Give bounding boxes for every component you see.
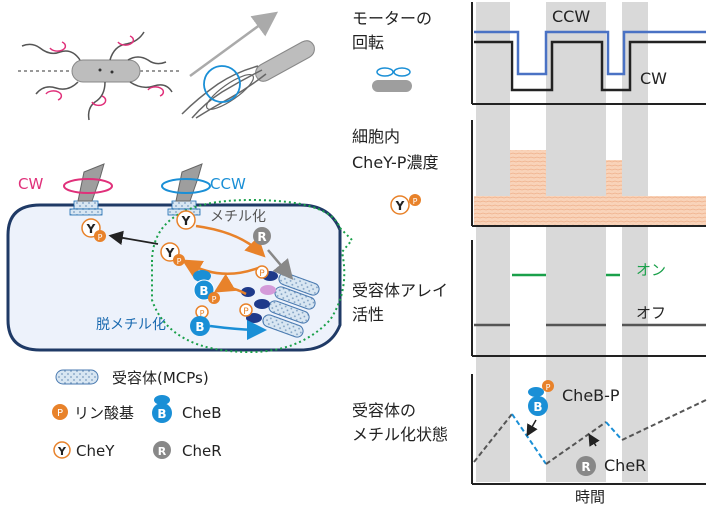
chey-p-at-motor: Y P xyxy=(81,218,106,242)
svg-text:B: B xyxy=(195,320,204,334)
legend-cheb: CheB xyxy=(182,404,222,422)
cheb-arrow xyxy=(213,273,247,296)
ccw-trace xyxy=(474,30,706,76)
svg-text:Y: Y xyxy=(86,222,96,236)
array-title-1: 受容体アレイ xyxy=(352,281,448,300)
svg-text:R: R xyxy=(257,230,266,244)
svg-text:R: R xyxy=(581,460,590,474)
svg-text:B: B xyxy=(199,284,208,298)
tumbling-bacterium xyxy=(18,31,180,121)
meth-trace-gray-1 xyxy=(473,413,513,463)
methylation-label: メチル化 xyxy=(210,209,266,225)
cw-trace xyxy=(474,40,706,92)
chey-p-in-bubble: Y P xyxy=(160,242,185,266)
motor-small-icon xyxy=(372,67,412,92)
legend-chey: CheY xyxy=(76,442,115,460)
svg-text:B: B xyxy=(533,400,542,414)
chey-in-bubble: Y xyxy=(176,210,196,230)
ccw-label: CCW xyxy=(210,175,246,193)
chey-arrow xyxy=(181,259,259,279)
legend-receptor: 受容体(MCPs) xyxy=(112,369,209,387)
svg-text:Y: Y xyxy=(57,445,67,458)
chebp-arrow xyxy=(526,419,538,437)
chebp-label: CheB-P xyxy=(562,386,620,405)
meth-arrow xyxy=(195,224,266,258)
conc-title-1: 細胞内 xyxy=(352,127,400,146)
svg-text:P: P xyxy=(546,383,551,392)
receptor-phosphates: P P xyxy=(239,265,269,317)
meth-title-1: 受容体の xyxy=(352,401,416,420)
svg-text:Y: Y xyxy=(181,214,191,228)
motor-title-1: モーターの xyxy=(352,9,432,28)
cheyp-to-motor-arrow xyxy=(108,230,159,245)
zoom-bubble xyxy=(151,198,354,354)
motor-title-2: 回転 xyxy=(352,33,384,52)
running-bacterium xyxy=(181,11,315,119)
off-label: オフ xyxy=(636,304,666,322)
chebp-panel-icon: P B xyxy=(528,380,554,416)
cher-label: CheR xyxy=(604,456,646,475)
time-axis-label: 時間 xyxy=(575,488,605,506)
legend-cher: CheR xyxy=(182,442,222,460)
cheb-in-bubble: P B xyxy=(190,305,210,336)
conc-area xyxy=(474,150,706,226)
cw-trace-label: CW xyxy=(640,69,667,88)
svg-text:P: P xyxy=(212,295,217,304)
svg-text:R: R xyxy=(158,445,167,458)
svg-text:P: P xyxy=(259,269,265,279)
meth-trace-blue-2 xyxy=(605,421,623,441)
demethylation-label: 脱メチル化 xyxy=(96,317,166,333)
meth-trace-gray-2 xyxy=(545,421,607,465)
legend: 受容体(MCPs) P リン酸基 B CheB Y CheY R CheR xyxy=(52,369,222,460)
array-title-2: 活性 xyxy=(352,305,384,324)
meth-title-2: メチル化状態 xyxy=(352,425,448,444)
on-label: オン xyxy=(636,261,666,279)
svg-text:Y: Y xyxy=(165,246,175,260)
ccw-trace-label: CCW xyxy=(552,7,590,26)
svg-text:P: P xyxy=(413,197,418,206)
cheb-p-in-bubble: B P xyxy=(193,270,220,304)
cher-panel-arrow xyxy=(588,433,600,447)
demeth-arrow xyxy=(209,319,267,340)
chey-p-icon: Y P xyxy=(390,194,421,215)
cher-panel-icon: R xyxy=(576,456,596,476)
svg-text:Y: Y xyxy=(395,199,405,213)
svg-text:B: B xyxy=(157,407,166,421)
svg-text:P: P xyxy=(57,408,63,419)
conc-title-2: CheY-P濃度 xyxy=(352,153,438,172)
svg-text:P: P xyxy=(177,257,182,266)
cher-in-bubble: R xyxy=(253,227,271,245)
legend-phosphate: リン酸基 xyxy=(74,404,134,422)
svg-text:P: P xyxy=(243,307,249,317)
motor-cw xyxy=(63,163,113,216)
svg-text:P: P xyxy=(98,233,103,242)
svg-text:P: P xyxy=(200,309,205,318)
time-bands xyxy=(476,2,648,482)
cher-arrow xyxy=(267,249,294,280)
meth-trace-blue-1 xyxy=(511,413,547,465)
cw-label: CW xyxy=(18,175,43,193)
